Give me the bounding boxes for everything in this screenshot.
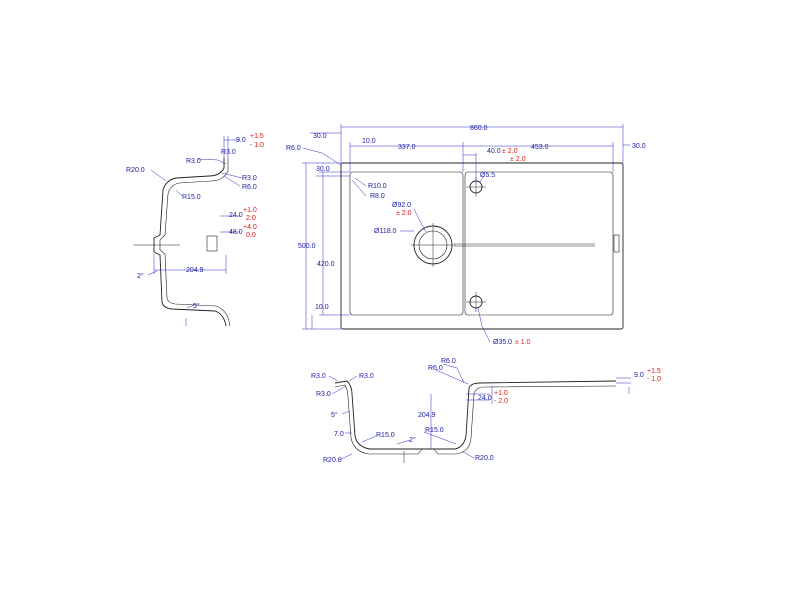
sink-outline <box>340 162 624 330</box>
side-dim24: 24.0 <box>229 212 243 219</box>
section-top-thk-tol-plus: +1.5 <box>647 368 661 375</box>
plan-overall-depth: 500.0 <box>298 243 316 250</box>
section-r3-b: R3.0 <box>359 373 374 380</box>
plan-overflow-tol: ± 1.0 <box>515 339 531 346</box>
section-r20-b: R20.0 <box>475 455 494 462</box>
section-r15-b: R15.0 <box>425 427 444 434</box>
side-dim48-tol-minus: 0.0 <box>246 232 256 239</box>
side-r3-mid: R3.0 <box>242 175 257 182</box>
side-depth: 204.9 <box>186 267 204 274</box>
section-r3-c: R3.0 <box>316 391 331 398</box>
bowl-outline <box>349 171 464 316</box>
side-r3-top2: R3.0 <box>186 158 201 165</box>
section-dim7: 7.0 <box>334 431 344 438</box>
plan-bowl-width: 337.0 <box>398 144 416 151</box>
section-top-thk-tol-minus: - 1.0 <box>647 376 661 383</box>
plan-bottom-offset: 10.0 <box>315 304 329 311</box>
drainer-end-slot <box>613 234 620 253</box>
side-dim24-tol-minus: 2.0 <box>246 215 256 222</box>
section-r15-a: R15.0 <box>376 432 395 439</box>
section-dim24-tol-plus: +1.0 <box>494 390 508 397</box>
section-angle5: 5° <box>331 411 338 419</box>
plan-view <box>302 124 630 343</box>
plan-tap-offset-tol1: ± 2.0 <box>502 148 518 155</box>
waste-outlet <box>411 223 455 267</box>
section-view <box>328 363 631 463</box>
side-profile-inner <box>159 158 231 327</box>
plan-waste-dia92-tol: ± 2.0 <box>396 210 412 217</box>
section-profile-inner <box>334 384 617 455</box>
plan-drainer-width: 453.0 <box>531 144 549 151</box>
side-angle2: 2° <box>137 272 144 280</box>
section-r3-a: R3.0 <box>311 373 326 380</box>
plan-flange-top: 30.0 <box>316 166 330 173</box>
plan-flange-right: 30.0 <box>632 143 646 150</box>
overflow-hole <box>466 292 486 312</box>
side-dim24-tol-plus: +1.0 <box>243 207 257 214</box>
plan-tap-dia: Ø5.5 <box>480 172 495 179</box>
side-r20: R20.0 <box>126 167 145 174</box>
section-dim24-tol-minus: - 2.0 <box>494 398 508 405</box>
side-angle5: 5° <box>193 302 200 310</box>
section-depth: 204.9 <box>418 412 436 419</box>
side-top-thk-tol-minus: - 1.0 <box>250 142 264 149</box>
plan-waste-dia92: Ø92.0 <box>392 202 411 209</box>
plan-waste-dia118: Ø118.0 <box>374 228 397 235</box>
plan-bowl-offset: 10.0 <box>362 138 376 145</box>
plan-r10: R10.0 <box>368 183 387 190</box>
section-angle2: 2° <box>409 436 416 444</box>
section-r20-a: R20.0 <box>323 457 342 464</box>
drainer-outline <box>464 171 614 316</box>
plan-bowl-depth: 420.0 <box>317 261 335 268</box>
side-profile-outer <box>153 158 227 327</box>
plan-flange-left: 30.0 <box>313 133 327 140</box>
plan-overall-width: 860.0 <box>470 125 488 132</box>
plan-overflow-dia: Ø35.0 <box>493 339 512 346</box>
plan-tap-offset-tol2: ± 2.0 <box>510 156 526 163</box>
side-top-thk: 9.0 <box>236 137 246 144</box>
side-top-thk-tol-plus: +1.5 <box>250 133 264 140</box>
section-dim24: 24.0 <box>478 395 492 402</box>
side-r6: R6.0 <box>242 184 257 191</box>
plan-corner-radius: R6.0 <box>286 145 301 152</box>
plan-r8: R8.0 <box>370 193 385 200</box>
section-top-thk: 9.0 <box>634 372 644 379</box>
side-r15: R15.0 <box>182 194 201 201</box>
section-profile-outer <box>334 380 617 450</box>
section-r6-a: R6.0 <box>441 358 456 365</box>
section-r6-b: R6.0 <box>428 365 443 372</box>
side-dim48: 48.0 <box>229 229 243 236</box>
side-overflow-detail <box>206 235 218 252</box>
side-dim48-tol-plus: +4.0 <box>243 224 257 231</box>
side-r3-top: R3.0 <box>221 149 236 156</box>
plan-tap-offset: 40.0 <box>487 148 501 155</box>
side-view <box>133 136 243 327</box>
